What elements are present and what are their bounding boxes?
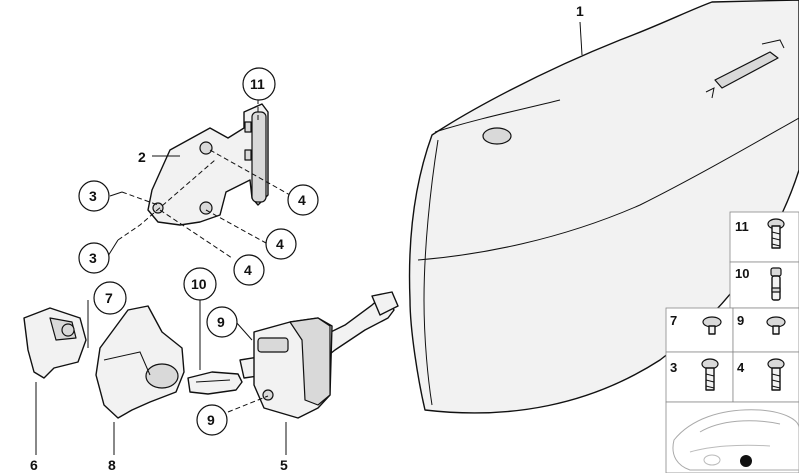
- svg-text:7: 7: [105, 290, 113, 306]
- callout-1: 1: [576, 3, 584, 19]
- svg-text:3: 3: [89, 250, 97, 266]
- svg-text:11: 11: [250, 76, 265, 92]
- callout-4b: 4: [265, 228, 297, 260]
- callout-10: 10: [183, 267, 217, 301]
- hinge-cover-8[interactable]: [95, 305, 185, 419]
- svg-text:3: 3: [89, 188, 97, 204]
- svg-text:9: 9: [207, 412, 215, 428]
- door-check-strap[interactable]: [239, 291, 399, 419]
- callout-4c: 4: [233, 254, 265, 286]
- callout-7: 7: [93, 281, 127, 315]
- table-label-3: 3: [670, 360, 677, 375]
- table-label-11: 11: [735, 219, 749, 234]
- table-label-10: 10: [735, 266, 749, 281]
- callout-6: 6: [30, 457, 38, 473]
- door-stop-6[interactable]: [23, 307, 87, 379]
- fastener-table: 11 10 7 9 3 4: [665, 211, 799, 473]
- table-label-9: 9: [737, 313, 744, 328]
- callout-11: 11: [242, 67, 276, 101]
- table-label-7: 7: [670, 313, 677, 328]
- car-locator-icon: [672, 409, 799, 471]
- svg-text:9: 9: [217, 314, 225, 330]
- callout-3b: 3: [78, 242, 110, 274]
- check-strap-pin[interactable]: [187, 371, 243, 395]
- table-label-4: 4: [737, 360, 745, 375]
- svg-text:4: 4: [276, 236, 284, 252]
- callout-8: 8: [108, 457, 116, 473]
- bolt-3-icon: [701, 358, 719, 391]
- bolt-4-icon: [767, 358, 785, 391]
- callout-2: 2: [138, 149, 146, 165]
- callout-9b: 9: [196, 404, 228, 436]
- screw-9-icon: [766, 316, 786, 335]
- svg-text:4: 4: [298, 192, 306, 208]
- screw-7-icon: [702, 316, 722, 335]
- svg-text:10: 10: [191, 276, 207, 292]
- callout-4a: 4: [287, 184, 319, 216]
- pin-10-icon: [770, 267, 782, 301]
- callout-3a: 3: [78, 180, 110, 212]
- svg-text:4: 4: [244, 262, 252, 278]
- upper-hinge[interactable]: [147, 103, 269, 226]
- callout-5: 5: [280, 457, 288, 473]
- callout-9a: 9: [206, 306, 238, 338]
- bolt-11-icon: [767, 218, 785, 249]
